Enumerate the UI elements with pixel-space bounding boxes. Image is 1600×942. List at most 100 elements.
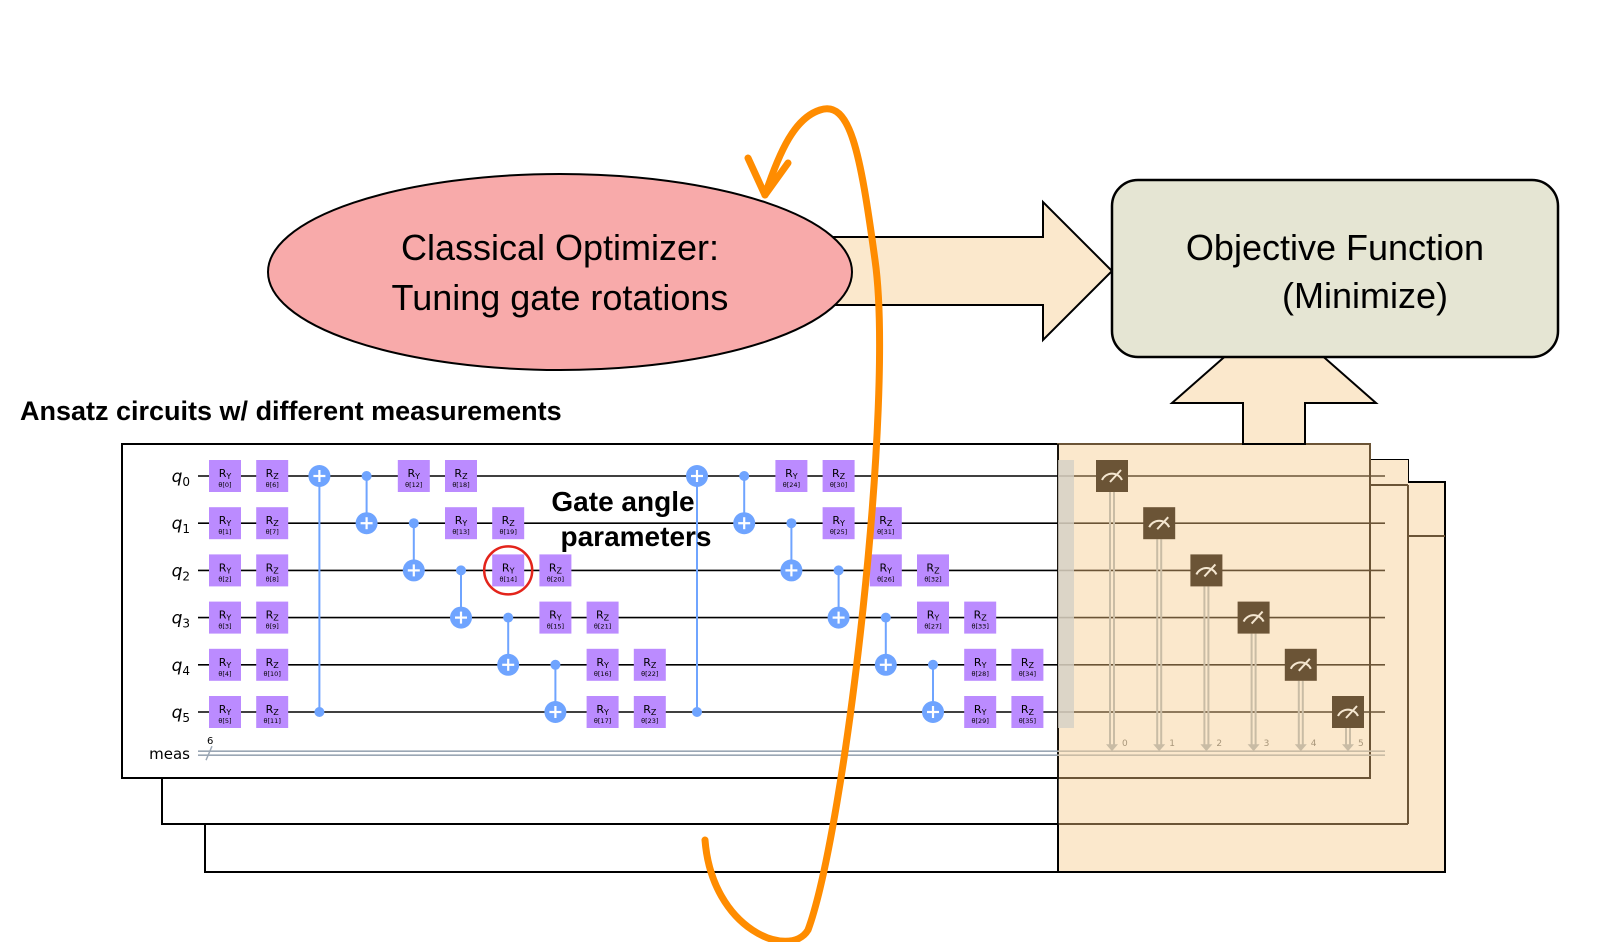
- cnot-control-dot: [456, 565, 466, 576]
- optimization-loop-arrow: [701, 105, 884, 942]
- rotation-gate: [397, 460, 430, 492]
- gate-axis: Y: [839, 519, 845, 528]
- measure-bit-label: 5: [1358, 739, 1364, 749]
- rotation-gate: [586, 601, 619, 634]
- gate-param: θ[0]: [218, 481, 231, 489]
- optimizer-label-1: Classical Optimizer:: [401, 227, 719, 268]
- measure-bit-label: 0: [1122, 739, 1128, 749]
- gate-axis: Z: [1028, 661, 1034, 670]
- classical-optimizer-node: [267, 173, 853, 371]
- gate-axis: Y: [886, 566, 892, 575]
- cnot-control-dot: [833, 565, 844, 576]
- meter-needle: [1298, 658, 1311, 672]
- measure-gate: [1332, 696, 1364, 728]
- gate-axis: Z: [604, 614, 610, 623]
- measure-bit-label: 4: [1311, 739, 1317, 749]
- rotation-gate: [256, 554, 289, 587]
- gate-axis: Z: [934, 566, 940, 575]
- rotation-gate: [633, 648, 666, 681]
- measure-gate: [1143, 507, 1176, 540]
- rotation-gate: [256, 601, 289, 634]
- gate-param: θ[4]: [218, 670, 231, 678]
- cnot-control-dot: [503, 612, 514, 623]
- rotation-gate: [256, 460, 289, 492]
- cnot-control-dot: [928, 659, 938, 670]
- loop-curve: [701, 105, 884, 942]
- rotation-gate: [1011, 696, 1044, 728]
- bus-slash-icon: [205, 745, 213, 761]
- gate-param: θ[13]: [452, 528, 469, 536]
- meter-needle: [1109, 469, 1122, 483]
- rotation-gate: [964, 696, 997, 728]
- measure-arrowhead-icon: [1342, 744, 1354, 752]
- meter-needle: [1156, 516, 1169, 530]
- gate-param: θ[9]: [266, 623, 279, 631]
- rotation-gate: [209, 601, 241, 634]
- right-arrow: [799, 199, 1114, 343]
- rotation-gate: [445, 460, 477, 492]
- rotation-gate: [917, 601, 949, 634]
- measure-gate: [1096, 460, 1128, 492]
- gate-axis: Z: [273, 472, 279, 481]
- qubit-index: 0: [182, 475, 190, 489]
- gate-axis: Z: [651, 661, 657, 670]
- gate-param: θ[27]: [924, 623, 941, 631]
- cnot-control-dot: [361, 471, 372, 481]
- rotation-gate: [822, 507, 855, 540]
- measure-arrowhead-icon: [1106, 744, 1118, 752]
- rotation-gate: [869, 554, 902, 587]
- gate-param: θ[3]: [218, 623, 231, 631]
- rotation-gate: [775, 460, 808, 492]
- gate-param: θ[22]: [641, 670, 658, 678]
- gate-param: θ[26]: [877, 575, 894, 583]
- gate-axis: Y: [225, 472, 231, 481]
- gate-axis: Y: [556, 614, 562, 623]
- qubit-index: 1: [182, 522, 190, 536]
- meter-needle: [1345, 705, 1358, 719]
- gate-axis: Y: [603, 708, 609, 717]
- measure-arrowhead-icon: [1153, 744, 1166, 752]
- gate-param: θ[32]: [924, 575, 941, 583]
- gate-param: θ[25]: [830, 528, 847, 536]
- objective-function-node: [1110, 178, 1560, 359]
- gate-param: θ[30]: [830, 481, 847, 489]
- up-arrow: [1169, 351, 1379, 445]
- gate-axis: Z: [273, 519, 279, 528]
- gate-axis: Y: [225, 566, 231, 575]
- measure-gate: [1284, 648, 1317, 681]
- rotation-gate: [586, 648, 619, 681]
- rotation-gate: [492, 554, 525, 587]
- gate-param: θ[29]: [972, 717, 989, 725]
- rotation-gate: [822, 460, 855, 492]
- ansatz-title: Ansatz circuits w/ different measurement…: [20, 396, 562, 426]
- rotation-gate: [256, 648, 289, 681]
- highlight-circle: [482, 545, 534, 596]
- rotation-gate: [586, 696, 619, 728]
- barrier: [1058, 460, 1074, 728]
- rotation-gate: [1011, 648, 1044, 681]
- rotation-gate: [209, 507, 241, 540]
- rotation-gate: [964, 601, 997, 634]
- gate-param: θ[28]: [972, 670, 989, 678]
- rotation-gate: [209, 554, 241, 587]
- gate-axis: Y: [792, 472, 798, 481]
- gate-axis: Y: [225, 661, 231, 670]
- gate-param: θ[18]: [452, 481, 469, 489]
- measure-bit-label: 2: [1216, 739, 1222, 749]
- gate-axis: Y: [603, 661, 609, 670]
- measure-gate: [1237, 601, 1270, 634]
- gate-axis: Z: [273, 614, 279, 623]
- cnot-control-dot: [550, 659, 561, 670]
- cnot-control-dot: [880, 612, 891, 623]
- rotation-gate: [492, 507, 525, 540]
- optimizer-label-2: Tuning gate rotations: [392, 277, 729, 318]
- qubit-index: 4: [182, 664, 190, 678]
- measure-bit-label: 1: [1169, 739, 1175, 749]
- gate-axis: Z: [556, 566, 562, 575]
- gate-param: θ[1]: [218, 528, 231, 536]
- cnot-control-dot: [314, 707, 325, 717]
- cnot-control-dot: [786, 518, 797, 529]
- rotation-gate: [445, 507, 477, 540]
- rotation-gate: [633, 696, 666, 728]
